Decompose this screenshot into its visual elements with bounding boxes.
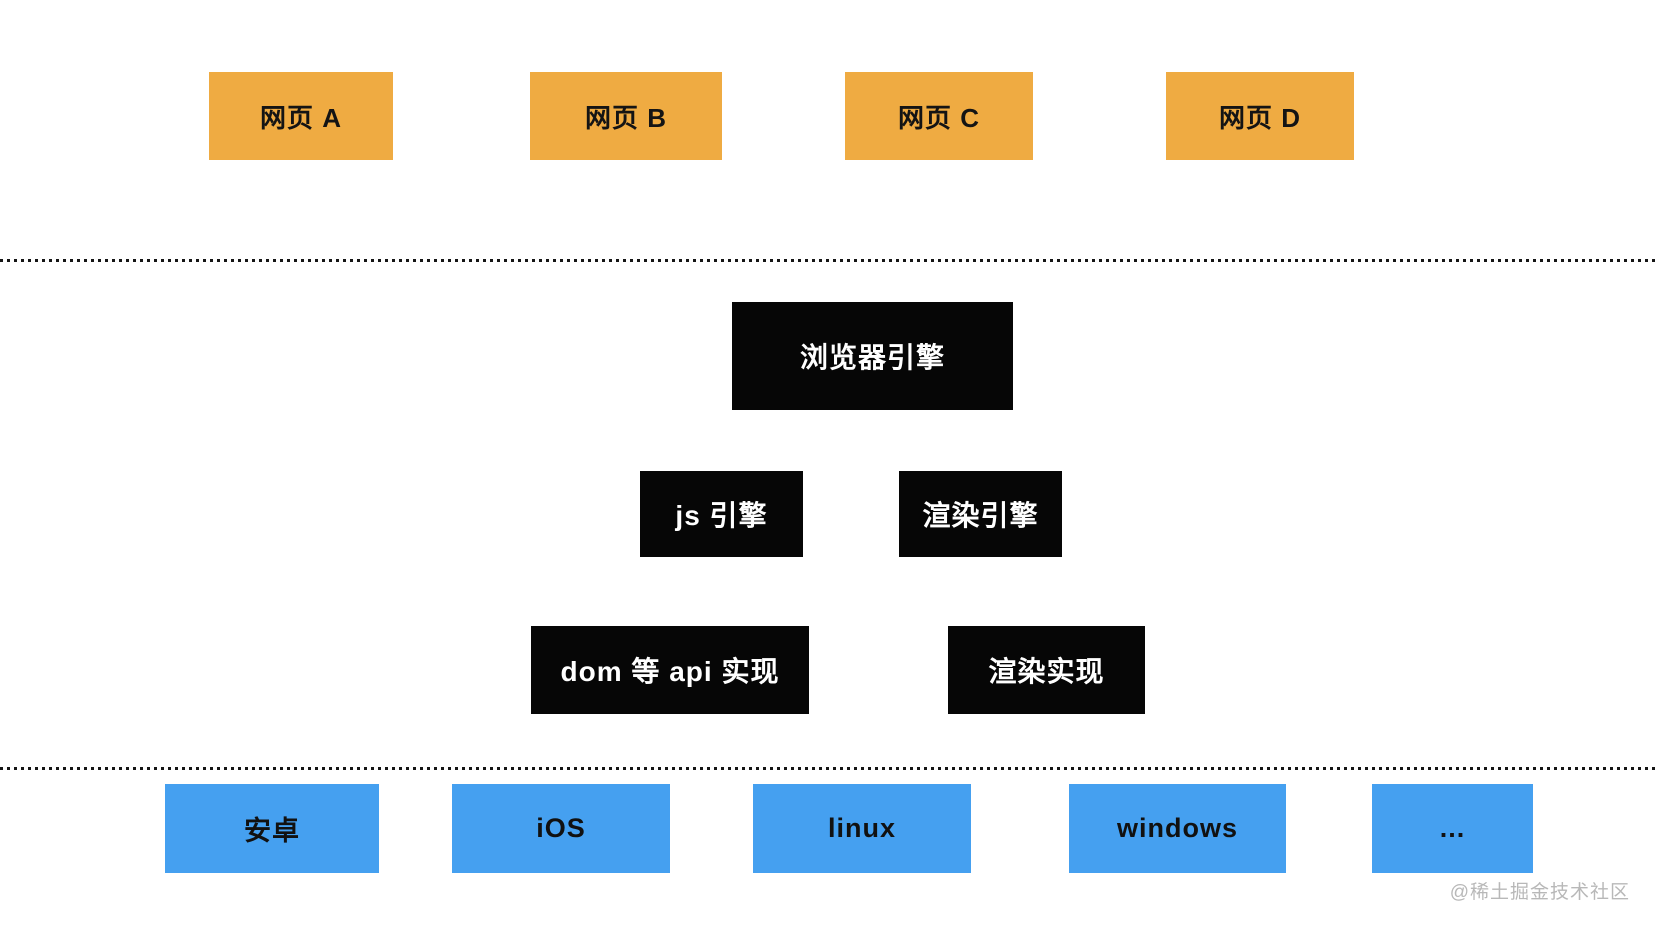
render-implementation-box: 渲染实现 [948, 626, 1145, 714]
dom-api-implementation-box: dom 等 api 实现 [531, 626, 809, 714]
os-more-label: ... [1439, 813, 1466, 843]
dom-api-implementation-label: dom 等 api 实现 [560, 656, 780, 687]
os-ios-label: iOS [536, 813, 586, 843]
render-engine-box: 渲染引擎 [899, 471, 1062, 557]
os-ios-box: iOS [452, 784, 670, 873]
render-engine-label: 渲染引擎 [922, 500, 1039, 531]
web-page-b-box: 网页 B [530, 72, 722, 160]
web-page-c-box: 网页 C [845, 72, 1033, 160]
web-page-c-label: 网页 C [897, 102, 980, 133]
web-page-d-label: 网页 D [1218, 102, 1301, 133]
watermark: @稀土掘金技术社区 [1449, 882, 1630, 903]
os-more-box: ... [1372, 784, 1533, 873]
browser-engine-label: 浏览器引擎 [799, 342, 945, 373]
web-page-a-box: 网页 A [209, 72, 393, 160]
separator-dotted-line-bottom [0, 767, 1656, 770]
browser-engine-box: 浏览器引擎 [732, 302, 1013, 410]
os-android-box: 安卓 [165, 784, 379, 873]
web-page-b-label: 网页 B [584, 102, 667, 133]
separator-dotted-line-top [0, 259, 1656, 262]
os-android-label: 安卓 [244, 816, 300, 846]
os-windows-label: windows [1117, 813, 1238, 843]
web-page-a-label: 网页 A [259, 102, 342, 133]
os-linux-label: linux [827, 813, 896, 843]
os-linux-box: linux [753, 784, 971, 873]
render-implementation-label: 渲染实现 [988, 656, 1105, 687]
js-engine-box: js 引擎 [640, 471, 803, 557]
web-page-d-box: 网页 D [1166, 72, 1354, 160]
js-engine-label: js 引擎 [675, 500, 768, 531]
os-windows-box: windows [1069, 784, 1286, 873]
